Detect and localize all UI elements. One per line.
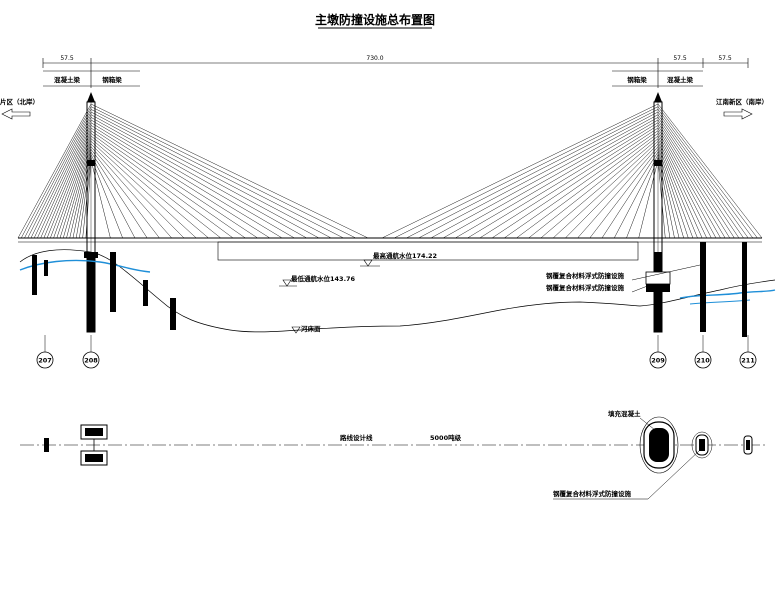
label-right-steel: 钢箱梁 [627, 75, 647, 84]
arrow-right-icon [723, 108, 753, 120]
plan-pier-207 [44, 438, 49, 452]
water-level-lowest: 最低通航水位143.76 [279, 274, 356, 287]
label-left-concrete: 混凝土梁 [54, 75, 81, 84]
ship-class-label: 5000吨级 [430, 433, 462, 442]
svg-text:河床面: 河床面 [301, 324, 321, 333]
side-piers [32, 242, 747, 337]
plan-pier-208 [80, 424, 108, 466]
riverbed-marker: 河床面 [291, 324, 321, 334]
north-bank-label: 片区（北岸） [0, 97, 39, 106]
plan-view: 路线设计线 5000吨级 填充混凝土 钢覆复合材料浮式防撞设施 [20, 409, 768, 500]
plan-pier-209 [639, 416, 679, 474]
pier-number-markers: 207 208 209 210 211 [36, 335, 757, 369]
plan-pier-211 [743, 435, 753, 455]
pier-number-210: 210 [696, 357, 710, 365]
water-level-highest: 最高通航水位174.22 [360, 251, 437, 267]
pier-number-209: 209 [651, 357, 665, 365]
pier-number-211: 211 [741, 357, 755, 365]
north-bank-indicator: 片区（北岸） [0, 97, 39, 120]
protection-label-lower: 钢覆复合材料浮式防撞设施 [546, 283, 625, 292]
protection-label-upper: 钢覆复合材料浮式防撞设施 [546, 271, 625, 280]
plan-pier-210 [691, 431, 713, 459]
dimension-line: 57.5 730.0 57.5 57.5 [42, 55, 749, 88]
bridge-deck [18, 237, 762, 261]
svg-text:最低通航水位143.76: 最低通航水位143.76 [291, 274, 356, 283]
south-bank-indicator: 江南新区（南岸） [716, 97, 768, 120]
fill-concrete-label: 填充混凝土 [608, 409, 641, 418]
pier-number-207: 207 [38, 357, 52, 365]
arrow-left-icon [1, 108, 31, 120]
span-type-labels: 混凝土梁 钢箱梁 钢箱梁 混凝土梁 [43, 70, 703, 87]
stay-cables [17, 103, 763, 239]
dim-main-span: 730.0 [366, 55, 383, 62]
plan-protection-label: 钢覆复合材料浮式防撞设施 [553, 489, 632, 498]
south-bank-label: 江南新区（南岸） [716, 97, 768, 106]
tower-right [645, 92, 671, 333]
dim-right-span-b: 57.5 [718, 55, 732, 62]
route-line-label: 路线设计线 [340, 433, 373, 442]
protection-labels-elevation: 钢覆复合材料浮式防撞设施 钢覆复合材料浮式防撞设施 [546, 264, 701, 293]
pier-number-208: 208 [84, 357, 98, 365]
dim-left-span: 57.5 [60, 55, 74, 62]
tower-left [84, 92, 98, 333]
drawing-title: 主墩防撞设施总布置图 [315, 12, 435, 27]
label-left-steel: 钢箱梁 [102, 75, 122, 84]
dim-right-span-a: 57.5 [673, 55, 687, 62]
fender-elevation [645, 271, 671, 285]
svg-text:最高通航水位174.22: 最高通航水位174.22 [373, 251, 437, 260]
label-right-concrete: 混凝土梁 [667, 75, 694, 84]
